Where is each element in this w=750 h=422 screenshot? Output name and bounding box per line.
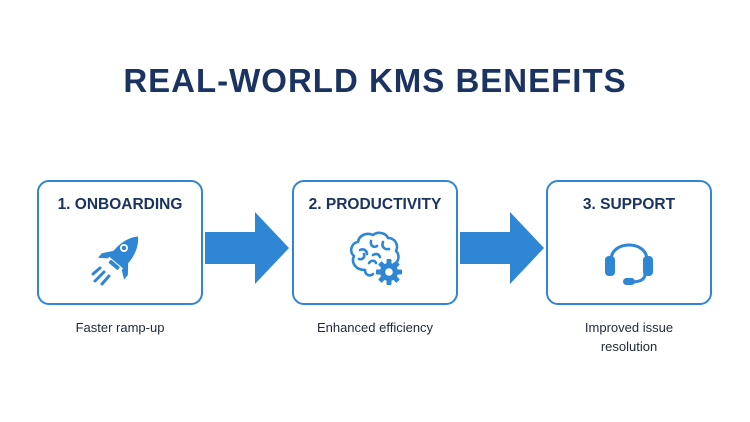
step-card-support: 3. SUPPORT bbox=[546, 180, 712, 305]
step-title-onboarding: 1. ONBOARDING bbox=[57, 196, 183, 213]
arrow-right-icon bbox=[460, 212, 544, 284]
brain-gear-icon bbox=[349, 231, 402, 285]
rocket-icon bbox=[91, 236, 139, 286]
step-caption-onboarding: Faster ramp-up bbox=[75, 320, 165, 335]
page-title: REAL-WORLD KMS BENEFITS bbox=[123, 62, 627, 99]
step-title-productivity: 2. PRODUCTIVITY bbox=[308, 196, 442, 213]
headset-icon bbox=[605, 243, 653, 285]
step-card-productivity: 2. PRODUCTIVITY bbox=[292, 180, 458, 305]
arrow-right-icon bbox=[205, 212, 289, 284]
step-caption-support: Improved issue resolution bbox=[584, 320, 674, 354]
step-card-onboarding: 1. ONBOARDING bbox=[37, 180, 203, 305]
step-title-support: 3. SUPPORT bbox=[582, 196, 676, 213]
step-caption-productivity: Enhanced efficiency bbox=[316, 320, 434, 335]
